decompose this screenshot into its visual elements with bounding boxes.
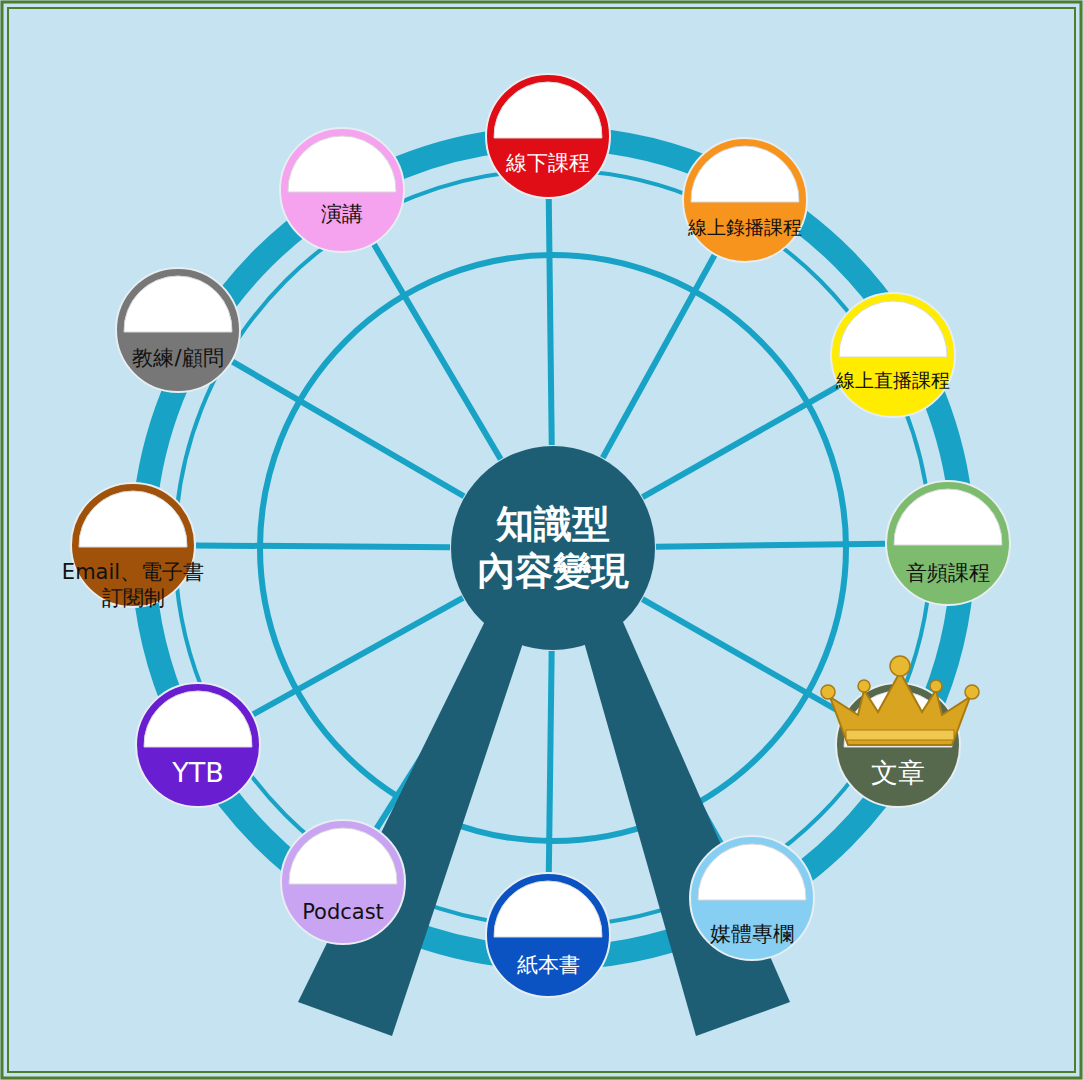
wheel-spoke (232, 362, 463, 497)
hub-label: 知識型 內容變現 (463, 501, 643, 596)
wheel-spoke (656, 544, 885, 547)
channel-circle: 紙本書 (485, 872, 611, 998)
channel-label: 紙本書 (517, 952, 580, 978)
wheel-spoke (603, 255, 715, 458)
channel-label: 線上直播課程 (836, 369, 950, 393)
channel-shape (682, 137, 808, 263)
channel-label: 音頻課程 (906, 560, 990, 586)
crown-jewel (821, 685, 835, 699)
channel-shape (485, 872, 611, 998)
circle-fill (690, 836, 814, 960)
white-half (839, 301, 947, 357)
circle-fill (486, 74, 610, 198)
crown-jewel (930, 680, 942, 692)
circle-fill (281, 820, 405, 944)
circle-fill (831, 293, 955, 417)
white-half (144, 691, 252, 747)
circle-fill (683, 138, 807, 262)
wheel-spoke (549, 651, 552, 872)
channel-shape (115, 267, 241, 393)
circle-fill (451, 446, 655, 650)
crown-body (830, 672, 970, 745)
channel-circle: Podcast (280, 819, 406, 945)
crown-icon (821, 656, 979, 745)
white-half (124, 276, 232, 332)
crown-band (846, 730, 954, 740)
channel-circle: 線下課程 (485, 73, 611, 199)
inner-frame (8, 8, 1075, 1072)
white-half (894, 489, 1002, 545)
circle-fill (886, 481, 1010, 605)
circle-fill (486, 873, 610, 997)
wheel-spoke (643, 386, 839, 497)
white-half (289, 828, 397, 884)
wheel-ring (175, 170, 931, 926)
channel-shape (279, 127, 405, 253)
channel-circle: 線上錄播課程 (682, 137, 808, 263)
hub-shape (450, 445, 656, 651)
channel-shape (135, 682, 261, 808)
crown-jewel (890, 656, 910, 676)
circle-fill (280, 128, 404, 252)
channel-circle: YTB (135, 682, 261, 808)
channel-label: 線上錄播課程 (688, 216, 802, 240)
wheel-spoke (253, 598, 463, 714)
circle-fill (136, 683, 260, 807)
channel-label: 演講 (321, 201, 363, 227)
white-half (494, 82, 602, 138)
white-half (494, 881, 602, 937)
channel-label: 線下課程 (506, 150, 590, 176)
crown-jewel (858, 680, 870, 692)
channel-circle: 線上直播課程 (830, 292, 956, 418)
channel-shape (835, 682, 961, 808)
white-half (79, 491, 187, 547)
channel-label: 媒體專欄 (710, 921, 794, 947)
white-half (691, 146, 799, 202)
channel-circle: 教練/顧問 (115, 267, 241, 393)
crown-jewel (965, 685, 979, 699)
wheel-rim (143, 138, 963, 958)
channel-circle: Email、電子書 訂閱制 (70, 482, 196, 608)
channel-shape (280, 819, 406, 945)
channel-shape (485, 73, 611, 199)
channel-label: YTB (172, 756, 224, 790)
channel-circle: 媒體專欄 (689, 835, 815, 961)
channel-label: Podcast (302, 899, 384, 925)
channel-circle: 文章 (835, 682, 961, 808)
channel-label: Email、電子書 訂閱制 (48, 559, 218, 612)
wheel-spoke (196, 545, 450, 547)
wheel-spoke (642, 599, 843, 714)
channel-shape (885, 480, 1011, 606)
channel-circle: 音頻課程 (885, 480, 1011, 606)
wheel-spoke (549, 199, 552, 445)
stand-leg (580, 615, 790, 1036)
white-half (288, 136, 396, 192)
white-half (698, 844, 806, 900)
wheel-spoke (374, 244, 501, 459)
hub-circle: 知識型 內容變現 (450, 445, 656, 651)
channel-label: 教練/顧問 (132, 345, 223, 371)
circle-fill (116, 268, 240, 392)
channel-circle: 演講 (279, 127, 405, 253)
channel-label: 文章 (871, 756, 925, 790)
channel-shape (830, 292, 956, 418)
